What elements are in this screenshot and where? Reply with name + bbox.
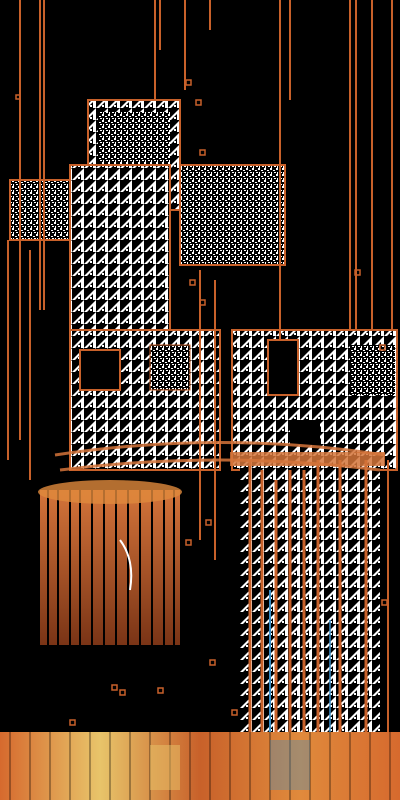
scattered-cells [15,79,388,726]
middle-block-left [69,329,221,471]
orbital-arcs [54,441,386,472]
middle-block-right [231,329,398,471]
vertical-traces [7,0,393,735]
upper-tower [9,99,286,356]
right-tower [230,452,385,735]
copper-cylinder [38,480,182,645]
bottom-band [0,732,400,800]
